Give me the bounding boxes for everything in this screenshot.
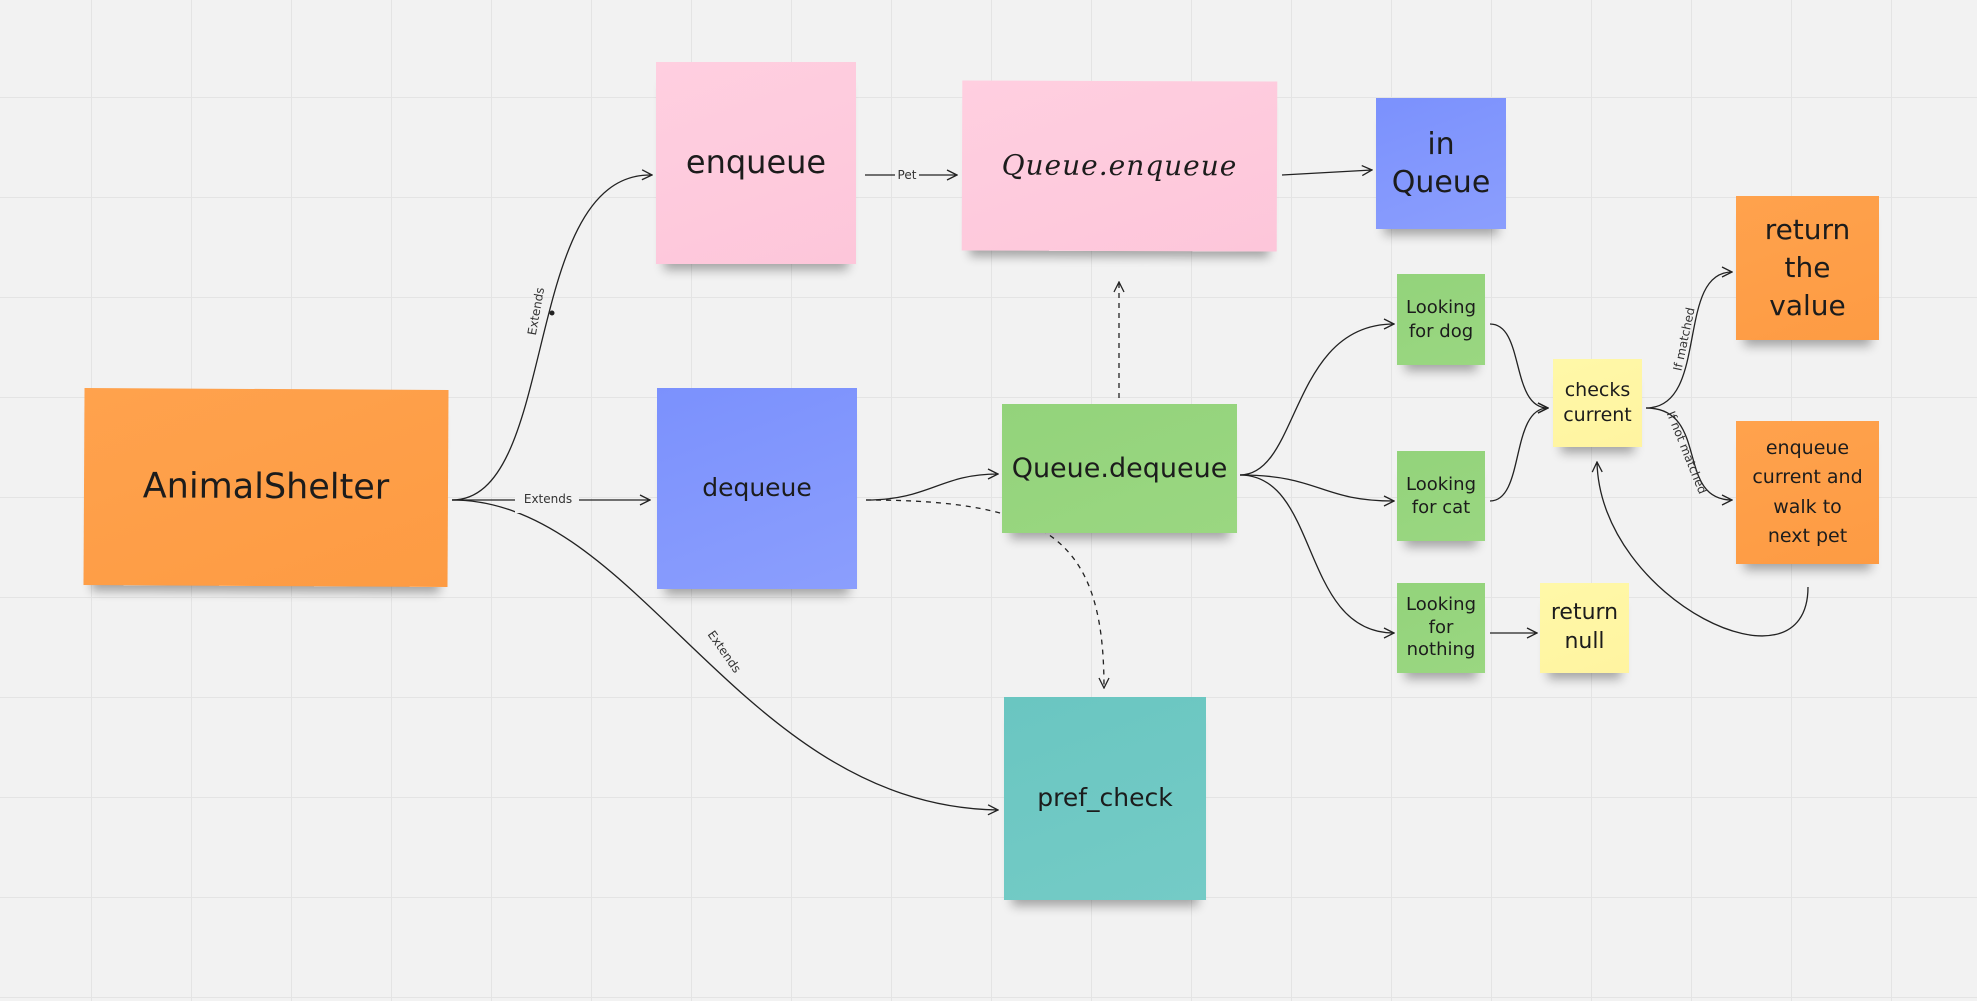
connector-dog-checks[interactable] bbox=[1489, 323, 1548, 408]
sticky-note-looking-for-nothing[interactable]: Looking for nothing bbox=[1397, 583, 1485, 673]
edge-label-bg bbox=[895, 165, 919, 185]
connector-checks-enqueuecurrent[interactable] bbox=[1645, 407, 1732, 500]
sticky-note-return-the-value[interactable]: return the value bbox=[1736, 196, 1879, 340]
connector-dequeue-queuedequeue[interactable] bbox=[865, 474, 998, 501]
connector-shelter-enqueue[interactable] bbox=[451, 175, 652, 501]
sticky-note-checks-current[interactable]: checks current bbox=[1553, 359, 1642, 447]
sticky-note-looking-for-cat[interactable]: Looking for cat bbox=[1397, 451, 1485, 541]
sticky-note-queue-enqueue[interactable]: Queue.enqueue bbox=[961, 80, 1278, 252]
connector-queuedequeue-dog[interactable] bbox=[1239, 324, 1394, 476]
edge-label-if-not-matched: If not matched bbox=[1664, 409, 1710, 496]
connector-queuedequeue-nothing[interactable] bbox=[1239, 474, 1394, 633]
sticky-note-looking-for-dog[interactable]: Looking for dog bbox=[1397, 274, 1485, 365]
edge-label-bg bbox=[515, 485, 579, 513]
sticky-note-enqueue[interactable]: enqueue bbox=[656, 62, 856, 264]
edge-label-extends-up: Extends bbox=[525, 286, 547, 336]
connector-shelter-prefcheck[interactable] bbox=[451, 499, 998, 810]
sticky-note-in-queue[interactable]: in Queue bbox=[1376, 98, 1506, 229]
edge-label-extends-mid: Extends bbox=[524, 492, 572, 506]
sticky-note-queue-dequeue[interactable]: Queue.dequeue bbox=[1002, 404, 1237, 533]
sticky-note-enqueue-current[interactable]: enqueue current and walk to next pet bbox=[1736, 421, 1879, 564]
connector-queueenqueue-inqueue[interactable] bbox=[1281, 170, 1372, 175]
sticky-note-return-null[interactable]: return null bbox=[1540, 583, 1629, 673]
edge-label-extends-down: Extends bbox=[705, 628, 744, 676]
connector-dot bbox=[549, 310, 555, 316]
edge-label-if-matched: If matched bbox=[1671, 306, 1698, 372]
edge-label-pet: Pet bbox=[898, 168, 917, 182]
connector-dequeue-prefcheck[interactable] bbox=[865, 499, 1104, 688]
connector-queuedequeue-cat[interactable] bbox=[1239, 474, 1394, 501]
sticky-note-animalshelter[interactable]: AnimalShelter bbox=[83, 388, 449, 587]
connector-enqueuecurrent-checks[interactable] bbox=[1597, 462, 1809, 637]
connector-cat-checks[interactable] bbox=[1489, 408, 1548, 502]
sticky-note-pref-check[interactable]: pref_check bbox=[1004, 697, 1206, 900]
sticky-note-dequeue[interactable]: dequeue bbox=[657, 388, 857, 589]
connector-checks-returnvalue[interactable] bbox=[1645, 272, 1732, 409]
